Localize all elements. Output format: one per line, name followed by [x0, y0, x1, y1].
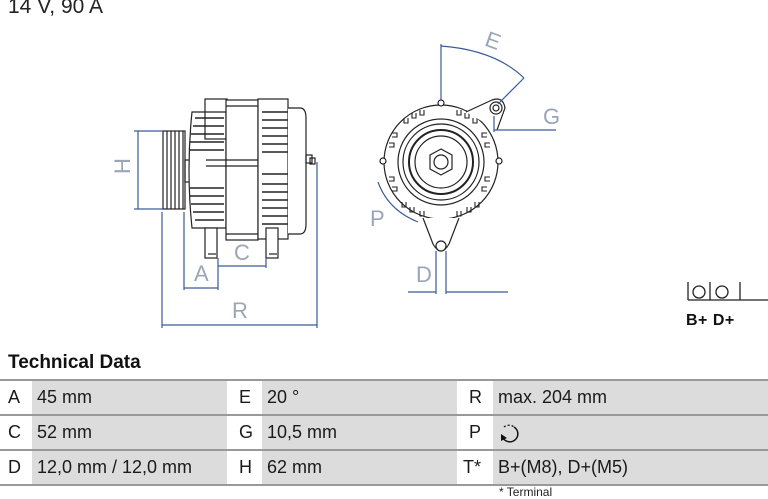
side-view-dimensions	[134, 130, 318, 328]
spec-key: P	[457, 416, 493, 449]
spec-value-rotation	[493, 416, 768, 449]
dim-label-A: A	[194, 261, 209, 286]
table-row: A 45 mm E 20 ° R max. 204 mm	[0, 381, 768, 416]
spec-value: 45 mm	[32, 381, 227, 414]
dim-label-R: R	[232, 298, 248, 323]
dim-label-P: P	[370, 206, 385, 231]
spec-value: B+(M8), D+(M5)	[493, 451, 768, 484]
dim-label-H: H	[110, 158, 135, 174]
table-row: D 12,0 mm / 12,0 mm H 62 mm T* B+(M8), D…	[0, 451, 768, 486]
spec-key: C	[0, 416, 32, 449]
spec-value: 12,0 mm / 12,0 mm	[32, 451, 227, 484]
spec-value: max. 204 mm	[493, 381, 768, 414]
front-view-dimensions	[377, 44, 556, 294]
spec-key: R	[457, 381, 493, 414]
spec-key: T*	[457, 451, 493, 484]
rotation-counterclockwise-icon	[501, 424, 519, 443]
table-row: C 52 mm G 10,5 mm P	[0, 416, 768, 451]
front-view	[379, 98, 506, 252]
terminal-label: B+ D+	[686, 312, 735, 329]
side-view	[162, 98, 316, 259]
alternator-drawing: H A C R	[110, 26, 768, 328]
spec-value: 20 °	[262, 381, 457, 414]
dim-label-D: D	[416, 262, 432, 287]
technical-data-title: Technical Data	[8, 352, 141, 373]
spec-key: D	[0, 451, 32, 484]
spec-value: 62 mm	[262, 451, 457, 484]
spec-key: H	[227, 451, 262, 484]
spec-key: G	[227, 416, 262, 449]
dim-label-C: C	[234, 240, 250, 265]
spec-value: 52 mm	[32, 416, 227, 449]
dim-label-E: E	[482, 26, 504, 55]
dim-label-G: G	[543, 104, 560, 129]
spec-key: E	[227, 381, 262, 414]
product-title: 14 V, 90 A	[8, 0, 103, 18]
footnote: * Terminal	[499, 485, 553, 499]
spec-key: A	[0, 381, 32, 414]
terminal-symbol	[687, 282, 768, 301]
technical-data-table: A 45 mm E 20 ° R max. 204 mm C 52 mm G 1…	[0, 379, 768, 486]
spec-value: 10,5 mm	[262, 416, 457, 449]
